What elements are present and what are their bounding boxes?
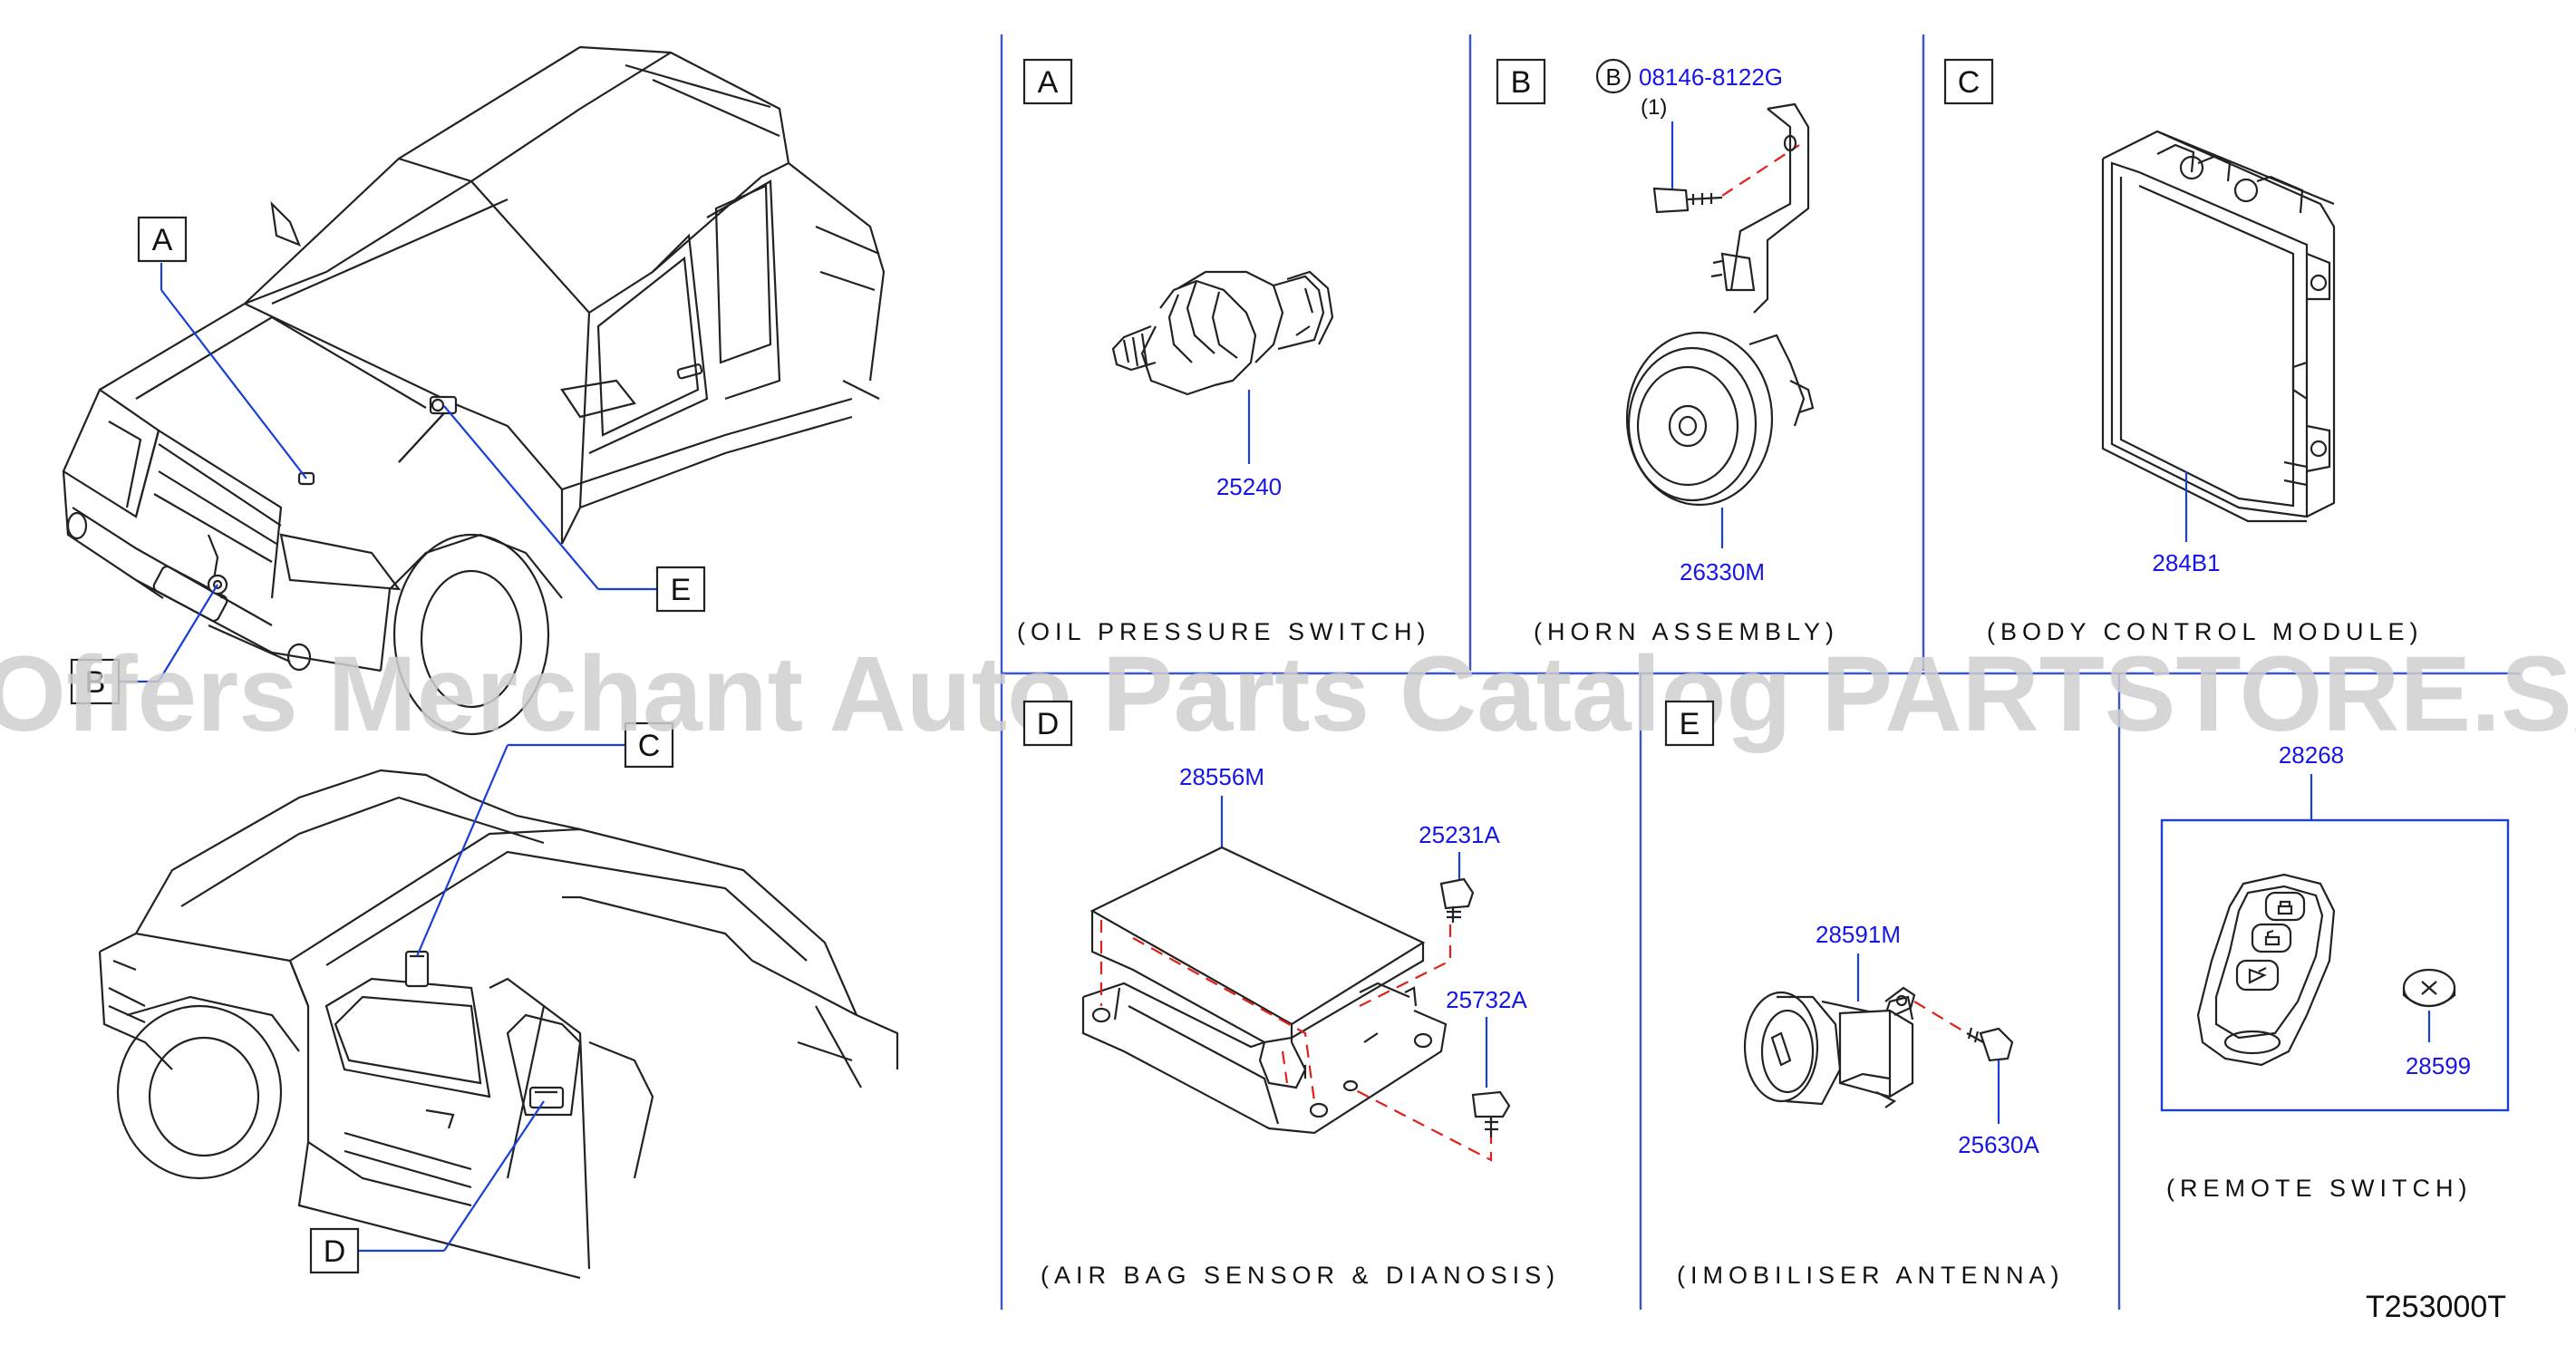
vehicle-rear-view (98, 769, 899, 1280)
panel-a-part-number: 25240 (1216, 473, 1282, 500)
location-label-c-text: C (638, 729, 661, 763)
panel-f-part-kit: 28268 (2279, 741, 2344, 769)
panel-c-letter: C (1958, 65, 1980, 100)
drawing-code: T253000T (2366, 1290, 2506, 1324)
location-label-e (655, 566, 706, 613)
panel-a-letter: A (1038, 65, 1059, 100)
body-control-module-drawing (2101, 130, 2336, 523)
location-callouts-bottom: C D (309, 721, 674, 1274)
panel-f-caption: (REMOTE SWITCH) (2166, 1175, 2472, 1202)
panel-d-label (1022, 700, 1073, 747)
panel-e-caption: (IMOBILISER ANTENNA) (1677, 1262, 2065, 1289)
location-label-b (70, 658, 121, 705)
panel-e-part-bolt: 25630A (1958, 1131, 2039, 1158)
panel-d-part-main: 28556M (1179, 763, 1264, 790)
panel-a: A 25240 (OIL PRESSURE SWITCH) (1017, 58, 1431, 645)
panel-d: D 28556M 25231A 25732A (1022, 700, 1560, 1289)
location-label-a-text: A (152, 223, 173, 257)
panel-f-part-battery: 28599 (2406, 1052, 2471, 1079)
panel-d-part-bolt2: 25732A (1446, 986, 1527, 1013)
location-label-e-text: E (671, 573, 692, 607)
coin-battery-drawing (2402, 968, 2456, 1008)
panel-e-part-main: 28591M (1816, 921, 1901, 948)
panel-e: E 28591M 25630A (IMOBILISER ANTENNA) (1664, 700, 2065, 1289)
panel-a-caption: (OIL PRESSURE SWITCH) (1017, 618, 1431, 645)
panel-a-label (1022, 58, 1073, 105)
panel-b-part-number: 26330M (1680, 558, 1765, 585)
location-callouts-top: A B E (70, 216, 706, 705)
bolt-ref-circle (1595, 58, 1632, 94)
remote-key-fob-drawing (2196, 873, 2336, 1067)
airbag-sensor-drawing (1081, 846, 1511, 1162)
panel-e-letter: E (1680, 707, 1700, 741)
panel-e-label (1664, 700, 1715, 747)
panel-dividers (1000, 34, 2520, 1310)
location-label-b-text: B (85, 665, 106, 700)
panel-c-caption: (BODY CONTROL MODULE) (1987, 618, 2424, 645)
location-label-d (309, 1227, 360, 1274)
panel-b: B B 08146-8122G (1) 2633 (1496, 58, 1839, 645)
panel-f: 28268 28599 (REMOTE SWITCH) (2160, 741, 2510, 1202)
location-label-c (624, 721, 674, 769)
oil-pressure-switch-drawing (1111, 270, 1334, 396)
panel-b-letter: B (1511, 65, 1532, 100)
remote-kit-frame (2160, 818, 2510, 1112)
panel-b-bolt-qty: (1) (1641, 95, 1667, 120)
location-label-d-text: D (324, 1234, 346, 1269)
panel-d-letter: D (1037, 707, 1060, 741)
panel-d-caption: (AIR BAG SENSOR & DIANOSIS) (1041, 1262, 1560, 1289)
vehicle-front-view (62, 45, 886, 736)
panel-c: C 284B1 (BODY CONTROL MODULE) (1943, 58, 2424, 645)
panel-d-part-bolt1: 25231A (1419, 821, 1500, 848)
panel-b-label (1496, 58, 1546, 105)
immobiliser-antenna-drawing (1743, 986, 2014, 1108)
bolt-ref-letter: B (1605, 63, 1621, 91)
horn-drawing (1625, 102, 1815, 507)
panel-b-caption: (HORN ASSEMBLY) (1534, 618, 1839, 645)
panel-b-bolt-part-number: 08146-8122G (1639, 63, 1783, 91)
location-label-a (137, 216, 188, 263)
panel-c-part-number: 284B1 (2152, 549, 2220, 576)
watermark: Offers Merchant Auto Parts Catalog PARTS… (0, 634, 2576, 754)
panel-c-label (1943, 58, 1994, 105)
